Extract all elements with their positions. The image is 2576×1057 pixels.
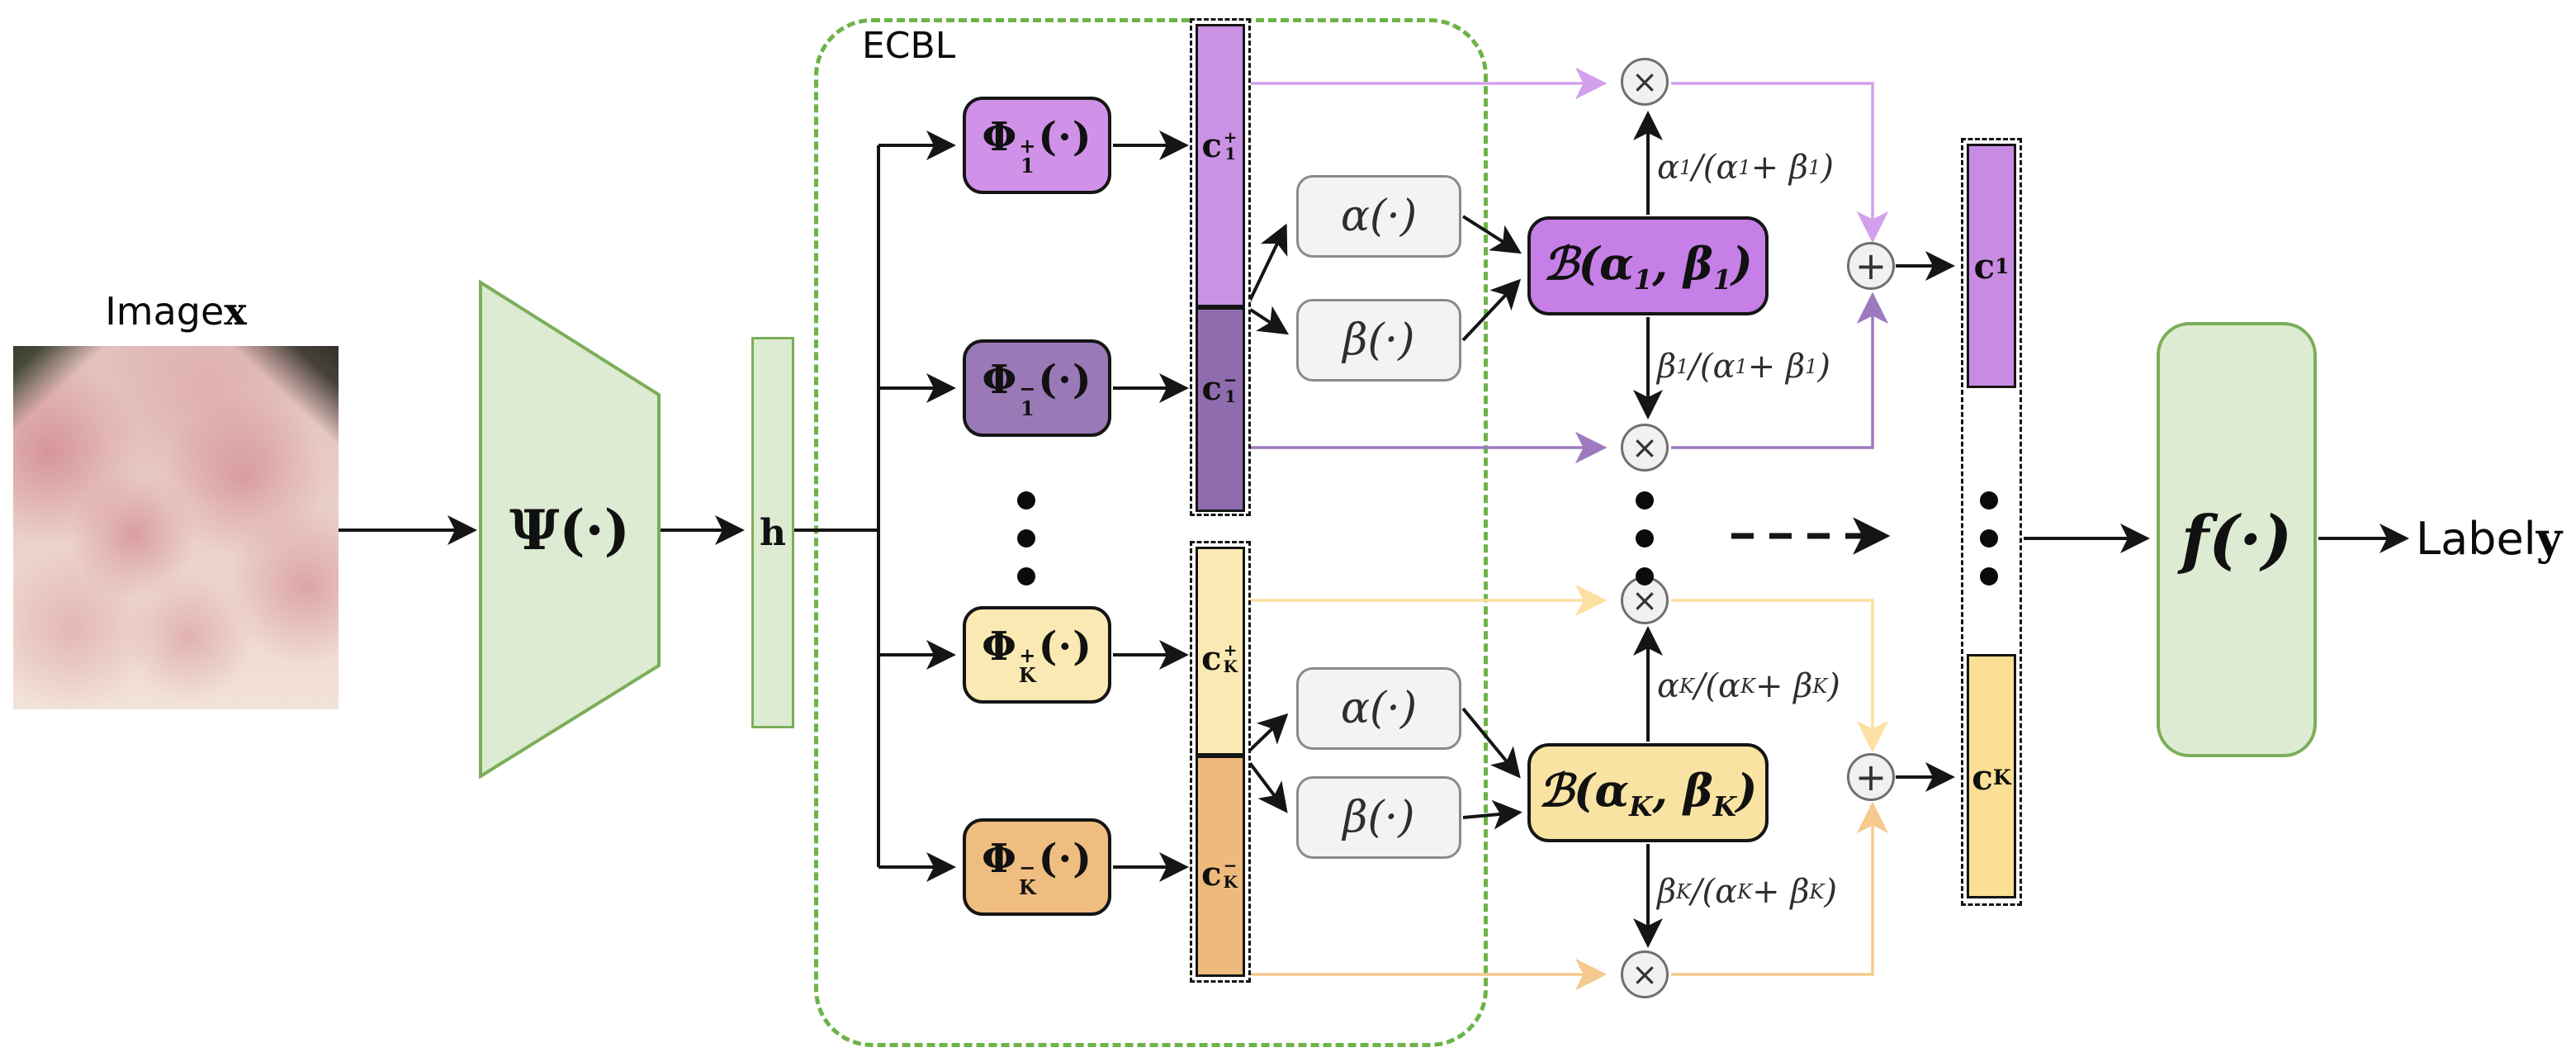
classifier-label: f(·): [2181, 502, 2293, 577]
add-node-1: +: [1847, 242, 1895, 290]
wire-mult-to-addK-bottom: [1671, 801, 1889, 976]
dot: [1017, 491, 1035, 510]
alpha-head-K-label: α(·): [1340, 684, 1418, 733]
cK-minus-label: c−K: [1201, 854, 1238, 893]
plus-glyph: +: [1854, 755, 1887, 799]
phi-1-plus-label: Φ+1(·): [982, 114, 1092, 178]
cK-minus-bar: [1196, 756, 1245, 977]
backbone-trapezoid: [479, 279, 661, 780]
alpha-head-1-box: α(·): [1296, 175, 1461, 258]
add-node-K: +: [1847, 753, 1895, 801]
wire-mult-to-add1-bottom: [1671, 292, 1889, 449]
beta-head-K-label: β(·): [1342, 793, 1415, 842]
c1-output-bar: [1967, 144, 2016, 388]
dot: [1980, 491, 1998, 510]
beta-distribution-K-label: ℬ(αK, βK): [1538, 763, 1758, 822]
times-glyph: ×: [1631, 429, 1658, 466]
phi-1-minus-box: Φ−1(·): [963, 339, 1111, 437]
ellipsis-node-rows: [1636, 491, 1654, 585]
dot: [1980, 529, 1998, 547]
arrow-bar1-to-beta: [1245, 306, 1290, 335]
beta-distribution-1-label: ℬ(α1, β1): [1543, 236, 1753, 296]
mult-node-K-bottom: ×: [1621, 950, 1669, 998]
dot: [1636, 491, 1654, 510]
dot: [1017, 567, 1035, 585]
times-glyph: ×: [1631, 582, 1658, 619]
phi-K-plus-label: Φ+K(·): [982, 623, 1092, 688]
c1-minus-bar: [1196, 307, 1245, 512]
ecbl-dashed-box: [814, 18, 1488, 1047]
c1-plus-label: c+1: [1201, 126, 1238, 165]
hidden-vector-bar: h: [751, 337, 794, 728]
mult-node-1-top: ×: [1621, 58, 1669, 106]
phi-K-minus-box: Φ−K(·): [963, 818, 1111, 916]
c1-minus-label: c−1: [1201, 368, 1238, 408]
arrow-betaK-to-beta-block: [1462, 799, 1522, 830]
dot: [1980, 567, 1998, 585]
input-image-caption: Image x: [105, 289, 247, 334]
skin-lesion-image: [13, 346, 339, 709]
cK-output-bar: [1967, 654, 2016, 898]
classifier-box: f(·): [2157, 322, 2317, 757]
ecbl-title: ECBL: [862, 25, 956, 67]
ellipsis-output-column: [1980, 491, 1998, 585]
cK-plus-label: c+K: [1201, 638, 1238, 678]
backbone-label: Ψ(·): [509, 498, 630, 562]
phi-K-minus-label: Φ−K(·): [982, 836, 1092, 900]
dot: [1636, 567, 1654, 585]
times-glyph: ×: [1631, 64, 1658, 100]
beta-distribution-1-box: ℬ(α1, β1): [1527, 216, 1769, 315]
phi-1-plus-box: Φ+1(·): [963, 97, 1111, 194]
phi-1-minus-label: Φ−1(·): [982, 357, 1092, 421]
arrow-barK-to-alpha: [1243, 713, 1289, 757]
dot: [1636, 529, 1654, 547]
arrow-alpha1-to-beta-block: [1461, 215, 1522, 254]
mult-node-1-bottom: ×: [1621, 424, 1669, 472]
output-label: Label y: [2416, 512, 2563, 565]
beta-distribution-K-box: ℬ(αK, βK): [1527, 743, 1769, 842]
arrow-bar1-to-alpha: [1245, 223, 1288, 308]
arrow-beta1-to-beta-block: [1461, 278, 1522, 342]
arrow-alphaK-to-beta-block: [1461, 707, 1521, 779]
mult-node-K-top: ×: [1621, 576, 1669, 624]
phi-K-plus-box: Φ+K(·): [963, 606, 1111, 704]
arrow-barK-to-beta: [1243, 754, 1288, 813]
wire-mult-to-add1-top: [1671, 82, 1889, 244]
cK-plus-bar: [1196, 547, 1245, 756]
times-glyph: ×: [1631, 956, 1658, 993]
plus-glyph: +: [1854, 244, 1887, 288]
alpha-head-K-box: α(·): [1296, 667, 1461, 750]
hidden-vector-label: h: [760, 511, 786, 554]
beta-head-K-box: β(·): [1296, 776, 1461, 859]
beta-head-1-box: β(·): [1296, 299, 1461, 382]
ellipsis-concept-heads: [1017, 491, 1035, 585]
beta-head-1-label: β(·): [1342, 315, 1415, 365]
alpha-head-1-label: α(·): [1340, 192, 1418, 241]
dot: [1017, 529, 1035, 547]
c1-plus-bar: [1196, 24, 1245, 307]
wire-mult-to-addK-top: [1671, 599, 1889, 753]
